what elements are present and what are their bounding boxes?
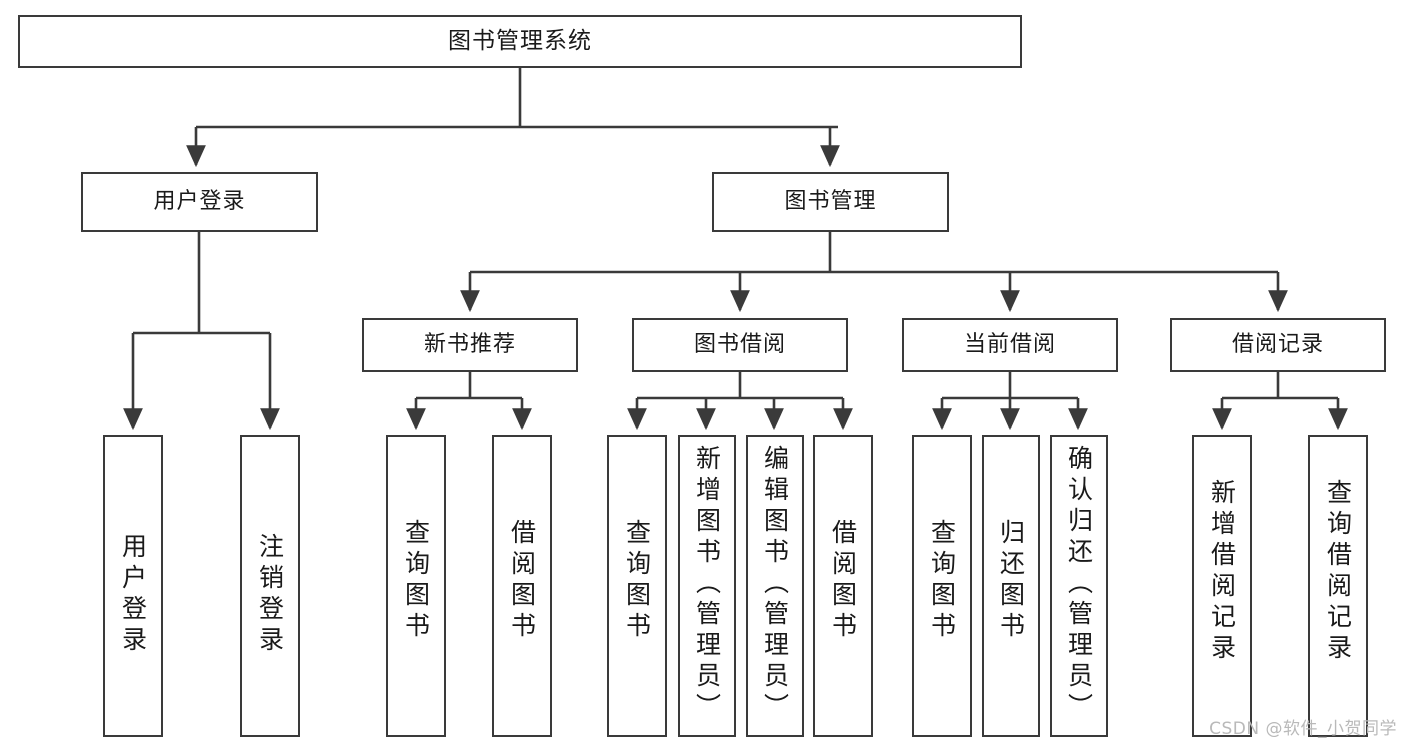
node-label: 查询借阅记录 <box>1323 479 1353 665</box>
node-label: 查询图书 <box>622 519 652 643</box>
node-label: 图书管理系统 <box>448 27 592 54</box>
node-label: 查询图书 <box>401 519 431 643</box>
node-label: 借阅图书 <box>507 519 537 643</box>
node-label: 用户登录 <box>118 533 148 657</box>
node-leaf-edit-book-admin[interactable]: 编辑图书（管理员） <box>746 435 804 737</box>
node-user-login[interactable]: 用户登录 <box>81 172 318 232</box>
node-current-borrow[interactable]: 当前借阅 <box>902 318 1118 372</box>
node-label: 新增图书（管理员） <box>692 445 722 724</box>
node-label: 归还图书 <box>996 519 1026 643</box>
node-borrow-records[interactable]: 借阅记录 <box>1170 318 1386 372</box>
node-label: 用户登录 <box>153 188 246 214</box>
node-label: 图书借阅 <box>693 331 786 357</box>
node-leaf-return-book[interactable]: 归还图书 <box>982 435 1040 737</box>
node-leaf-borrow-book-b[interactable]: 借阅图书 <box>813 435 873 737</box>
node-label: 当前借阅 <box>963 331 1056 357</box>
node-leaf-borrow-book-a[interactable]: 借阅图书 <box>492 435 552 737</box>
node-leaf-user-login[interactable]: 用户登录 <box>103 435 163 737</box>
node-label: 注销登录 <box>255 533 285 657</box>
node-leaf-add-borrow-record[interactable]: 新增借阅记录 <box>1192 435 1252 737</box>
node-label: 编辑图书（管理员） <box>760 445 790 724</box>
node-leaf-add-book-admin[interactable]: 新增图书（管理员） <box>678 435 736 737</box>
node-label: 新增借阅记录 <box>1207 479 1237 665</box>
node-label: 图书管理 <box>784 188 877 214</box>
watermark-text: CSDN @软件_小贺同学 <box>1209 719 1397 739</box>
node-label: 新书推荐 <box>423 331 516 357</box>
node-new-book-recommend[interactable]: 新书推荐 <box>362 318 578 372</box>
node-leaf-logout[interactable]: 注销登录 <box>240 435 300 737</box>
node-leaf-query-book-c[interactable]: 查询图书 <box>912 435 972 737</box>
node-label: 借阅记录 <box>1231 331 1324 357</box>
node-leaf-query-book-b[interactable]: 查询图书 <box>607 435 667 737</box>
node-label: 确认归还（管理员） <box>1064 445 1094 724</box>
node-book-borrow[interactable]: 图书借阅 <box>632 318 848 372</box>
node-label: 查询图书 <box>927 519 957 643</box>
node-leaf-confirm-return-admin[interactable]: 确认归还（管理员） <box>1050 435 1108 737</box>
node-leaf-query-borrow-record[interactable]: 查询借阅记录 <box>1308 435 1368 737</box>
node-leaf-query-book-a[interactable]: 查询图书 <box>386 435 446 737</box>
node-book-management[interactable]: 图书管理 <box>712 172 949 232</box>
node-root-system[interactable]: 图书管理系统 <box>18 15 1022 68</box>
node-label: 借阅图书 <box>828 519 858 643</box>
